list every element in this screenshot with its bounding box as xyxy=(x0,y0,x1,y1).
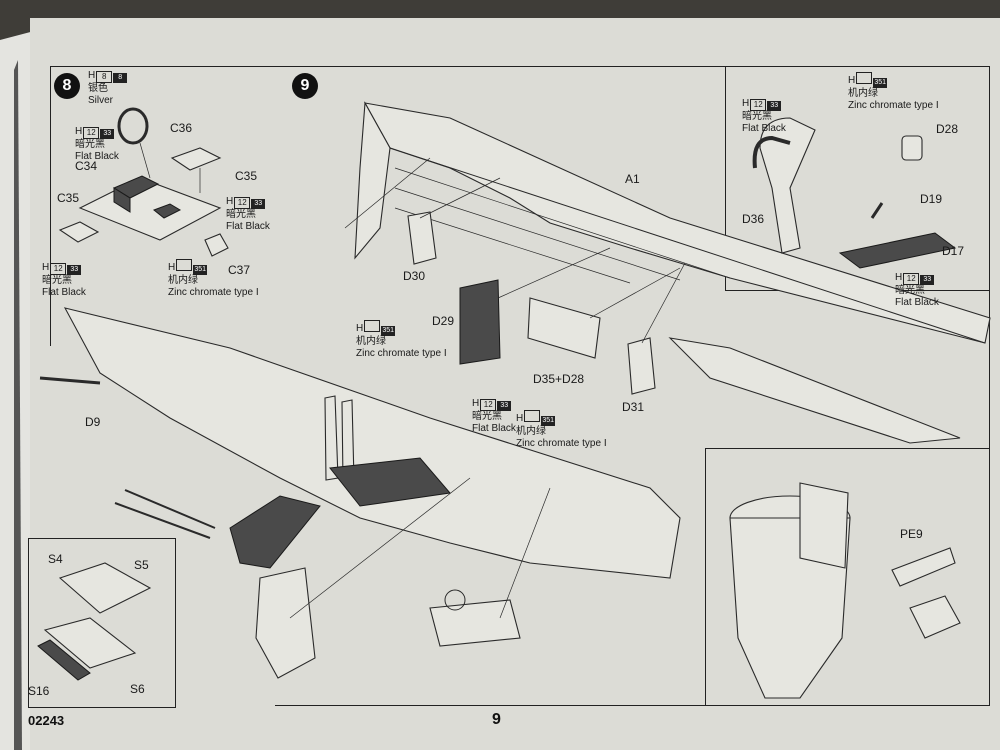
book-spine xyxy=(14,60,22,750)
label-d9: D9 xyxy=(85,415,101,429)
kit-number: 02243 xyxy=(28,713,65,728)
label-d36: D36 xyxy=(742,212,765,226)
inset-s-parts xyxy=(28,538,176,708)
c37-part xyxy=(204,233,229,257)
s16-part xyxy=(37,639,91,681)
gun-barrel-1 xyxy=(114,502,211,539)
turret-shield xyxy=(799,482,849,569)
d31-part xyxy=(627,337,656,395)
d29-part xyxy=(459,279,501,365)
label-a1: A1 xyxy=(625,172,640,186)
d19-part xyxy=(870,202,884,219)
label-s6: S6 xyxy=(130,682,145,696)
step-9-number: 9 xyxy=(292,73,318,99)
d30-part xyxy=(407,211,437,265)
leader-3 xyxy=(497,247,611,299)
s4-plate xyxy=(58,562,152,614)
label-c35-right: C35 xyxy=(235,169,258,183)
label-pe9: PE9 xyxy=(900,527,923,541)
c36-ring xyxy=(117,107,149,145)
a1-frame-end xyxy=(354,101,391,260)
d17-part xyxy=(838,232,957,269)
radiator-grill xyxy=(329,457,451,507)
label-s4: S4 xyxy=(48,552,63,566)
c35-box-left xyxy=(58,221,100,243)
label-d28: D28 xyxy=(936,122,959,136)
label-s5: S5 xyxy=(134,558,149,572)
ammo-box xyxy=(229,495,321,569)
leader-4 xyxy=(589,267,681,319)
leader-5 xyxy=(641,262,686,344)
instruction-sheet: 8 9 xyxy=(28,18,1000,750)
label-d31: D31 xyxy=(622,400,645,414)
mount-part xyxy=(429,599,521,647)
step-8-number: 8 xyxy=(54,73,80,99)
s6-tray xyxy=(43,617,137,669)
page-number: 9 xyxy=(492,711,501,728)
gun-barrel-2 xyxy=(124,489,216,529)
a1-stringer-1 xyxy=(389,147,986,344)
label-d35-d28: D35+D28 xyxy=(533,372,585,386)
a1-stringer-3 xyxy=(394,187,681,281)
pe9-bent xyxy=(909,595,961,639)
label-d19: D19 xyxy=(920,192,943,206)
a1-stringer-2 xyxy=(394,167,731,279)
assembly-diagram xyxy=(37,101,991,699)
d36-handle xyxy=(752,135,791,169)
sight-part xyxy=(444,589,466,611)
label-d30: D30 xyxy=(403,269,426,283)
turret-ring xyxy=(255,567,316,679)
step-8-panel xyxy=(50,66,298,346)
d35-d28-part xyxy=(527,297,601,359)
label-d17: D17 xyxy=(942,244,965,258)
inset-pe9 xyxy=(705,448,990,706)
leader-c36 xyxy=(139,142,151,179)
label-c34: C34 xyxy=(75,159,98,173)
label-c37: C37 xyxy=(228,263,251,277)
a1-stringer-4 xyxy=(394,207,631,284)
leader-6 xyxy=(289,477,471,619)
d9-part xyxy=(39,376,101,385)
step-9-panel xyxy=(275,66,990,706)
c34-block-side xyxy=(113,187,131,213)
c35-box xyxy=(170,147,222,171)
label-s16: S16 xyxy=(28,684,50,698)
leader-1 xyxy=(344,157,431,229)
black-box xyxy=(153,203,182,219)
pe9-part xyxy=(891,547,956,587)
label-c35-left: C35 xyxy=(57,191,80,205)
d28-part xyxy=(901,135,923,161)
leader-2 xyxy=(419,177,501,219)
lower-fuselage xyxy=(63,307,681,579)
label-d29: D29 xyxy=(432,314,455,328)
label-c36: C36 xyxy=(170,121,193,135)
d36-part xyxy=(759,117,816,254)
floor-panel xyxy=(668,337,961,444)
leader-7 xyxy=(499,487,551,619)
